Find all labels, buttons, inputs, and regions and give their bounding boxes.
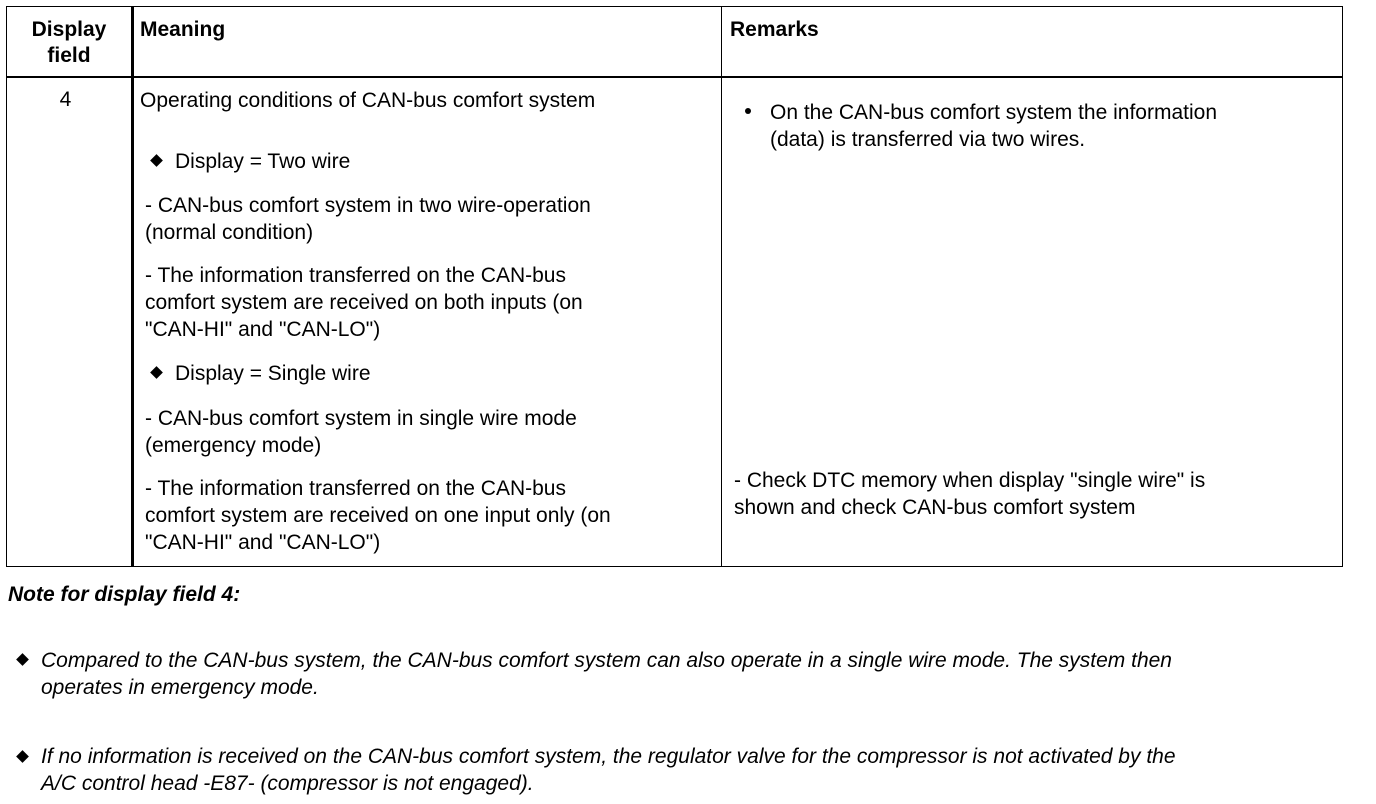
- single-wire-item1: - CAN-bus comfort system in single wire …: [145, 405, 577, 459]
- single-wire-item1-line1: - CAN-bus comfort system in single wire …: [145, 407, 577, 430]
- column-divider: [131, 7, 134, 566]
- note-item-1-line1: Compared to the CAN-bus system, the CAN-…: [41, 649, 1172, 672]
- two-wire-item1: - CAN-bus comfort system in two wire-ope…: [145, 192, 591, 246]
- two-wire-heading-text: Display = Two wire: [175, 150, 351, 173]
- single-wire-item2: - The information transferred on the CAN…: [145, 475, 611, 556]
- meaning-title: Operating conditions of CAN-bus comfort …: [140, 89, 596, 112]
- header-display-field: Display field: [7, 17, 131, 69]
- single-wire-item2-line3: "CAN-HI" and "CAN-LO"): [145, 531, 381, 554]
- two-wire-item2-line3: "CAN-HI" and "CAN-LO"): [145, 318, 381, 341]
- remarks-check-line1: - Check DTC memory when display "single …: [734, 469, 1206, 492]
- note-item-2-line2: A/C control head -E87- (compressor is no…: [41, 772, 534, 795]
- note-item-1: Compared to the CAN-bus system, the CAN-…: [41, 647, 1172, 701]
- note-title: Note for display field 4:: [8, 583, 241, 606]
- remarks-bullet: On the CAN-bus comfort system the inform…: [770, 99, 1217, 153]
- bullet-dot-icon: [745, 108, 751, 114]
- note-item-1-line2: operates in emergency mode.: [41, 676, 319, 699]
- two-wire-item1-line2: (normal condition): [145, 221, 314, 244]
- two-wire-item2-line1: - The information transferred on the CAN…: [145, 264, 566, 287]
- two-wire-item2: - The information transferred on the CAN…: [145, 262, 583, 343]
- column-divider: [721, 7, 722, 566]
- header-remarks: Remarks: [730, 18, 819, 41]
- header-display-field-line1: Display: [31, 18, 107, 41]
- two-wire-item2-line2: comfort system are received on both inpu…: [145, 291, 583, 314]
- two-wire-item1-line1: - CAN-bus comfort system in two wire-ope…: [145, 194, 591, 217]
- header-divider: [7, 76, 1342, 78]
- header-display-field-line2: field: [47, 44, 91, 67]
- note-item-2: If no information is received on the CAN…: [41, 743, 1176, 797]
- diamond-bullet-icon: [16, 750, 29, 763]
- remarks-bullet-line1: On the CAN-bus comfort system the inform…: [770, 101, 1217, 124]
- remarks-bullet-line2: (data) is transferred via two wires.: [770, 128, 1086, 151]
- remarks-check: - Check DTC memory when display "single …: [734, 467, 1205, 521]
- single-wire-heading: Display = Single wire: [150, 360, 371, 387]
- display-field-number: 4: [59, 88, 72, 111]
- single-wire-item2-line2: comfort system are received on one input…: [145, 504, 611, 527]
- single-wire-heading-text: Display = Single wire: [175, 362, 371, 385]
- single-wire-item1-line2: (emergency mode): [145, 434, 322, 457]
- two-wire-heading: Display = Two wire: [150, 148, 351, 175]
- note-item-2-line1: If no information is received on the CAN…: [41, 745, 1176, 768]
- display-field-table: Display field Meaning Remarks 4 Operatin…: [6, 6, 1343, 567]
- remarks-check-line2: shown and check CAN-bus comfort system: [734, 496, 1136, 519]
- diamond-bullet-icon: [16, 653, 29, 666]
- header-meaning: Meaning: [140, 18, 226, 41]
- diamond-bullet-icon: [150, 154, 163, 167]
- single-wire-item2-line1: - The information transferred on the CAN…: [145, 477, 566, 500]
- diamond-bullet-icon: [150, 366, 163, 379]
